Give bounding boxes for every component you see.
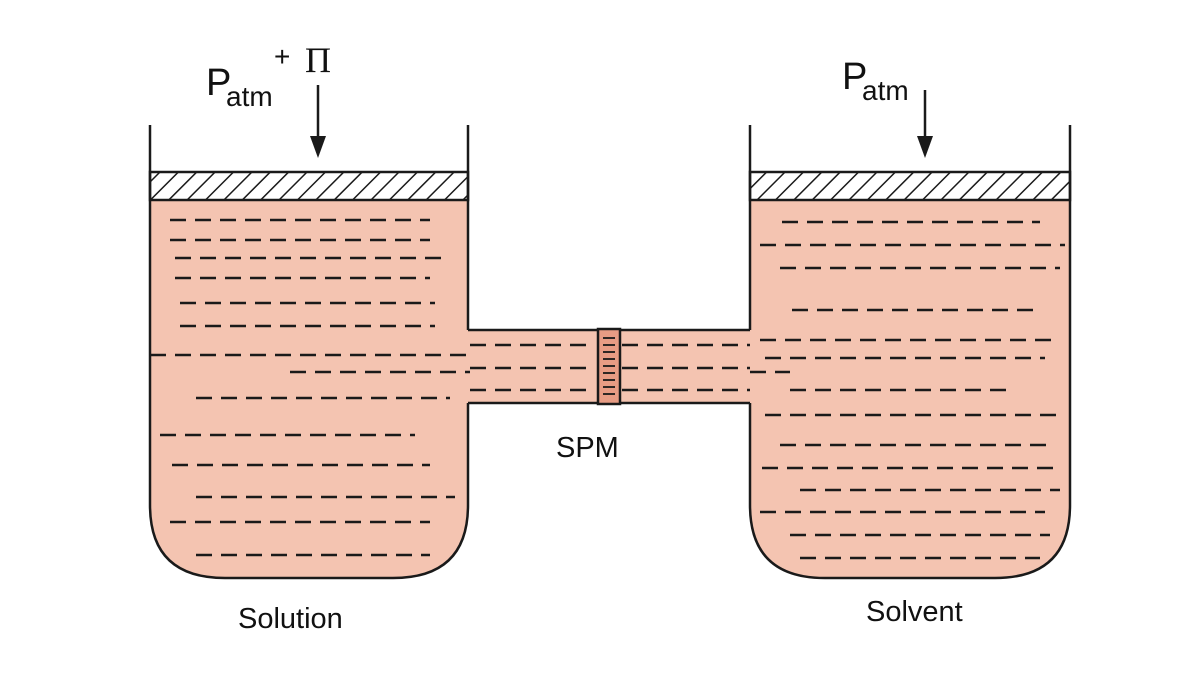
right-pressure-arrow <box>917 90 933 158</box>
right-pressure-p: P <box>842 56 868 98</box>
right-pressure-subscript: atm <box>862 75 909 106</box>
semipermeable-membrane <box>596 327 622 406</box>
left-pressure-arrow <box>310 85 326 158</box>
solvent-piston <box>748 170 1072 202</box>
left-pressure-subscript: atm <box>226 81 273 112</box>
solution-container-outline <box>148 125 470 580</box>
membrane-label: SPM <box>556 432 619 464</box>
liquid-dashes <box>150 218 1065 560</box>
solution-label: Solution <box>238 603 343 635</box>
solvent-container-outline <box>748 125 1072 580</box>
solvent-label: Solvent <box>866 596 963 628</box>
left-pressure-p: P <box>206 62 232 104</box>
left-pressure-plus: + <box>274 41 291 72</box>
osmotic-pressure-pi: Π <box>305 40 331 80</box>
solution-piston <box>148 170 470 202</box>
